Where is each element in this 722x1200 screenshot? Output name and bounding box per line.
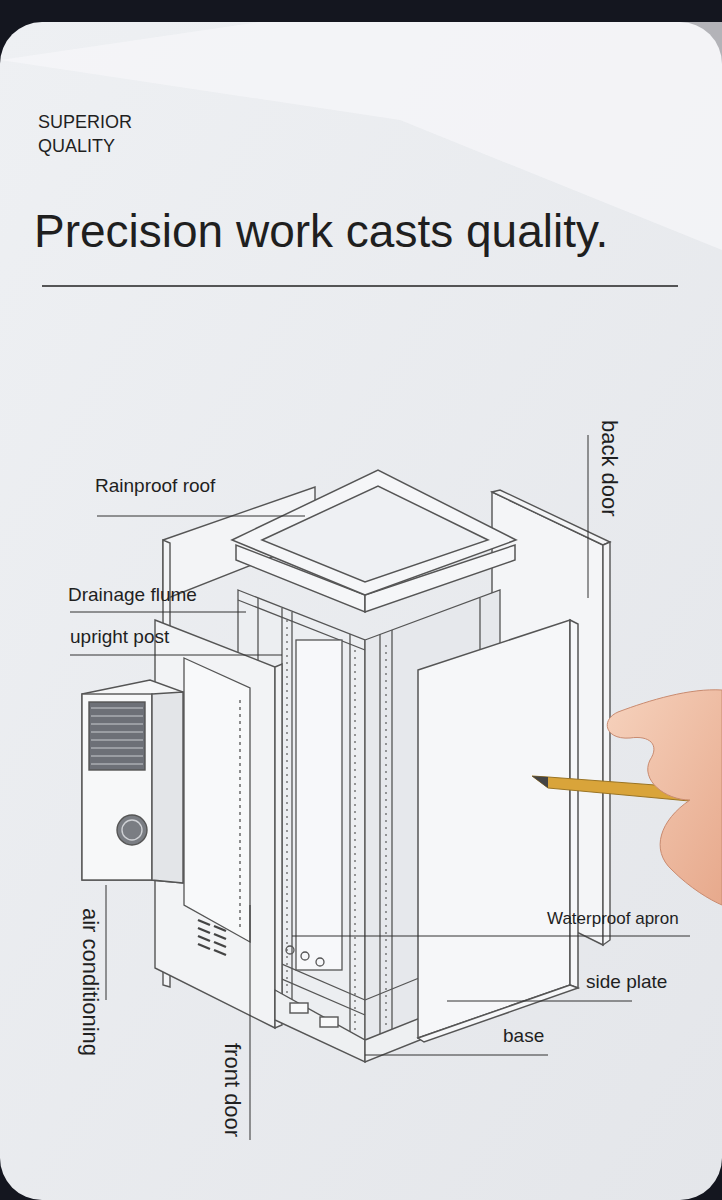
hand-with-pencil (532, 690, 722, 905)
air-conditioner (82, 694, 152, 880)
air-conditioner (82, 680, 183, 883)
front-door (198, 936, 210, 941)
part-label: Rainproof roof (95, 474, 215, 498)
air-conditioner (152, 692, 183, 883)
part-label: Waterproof apron (547, 907, 679, 931)
leader-lines (70, 612, 246, 613)
frame (379, 634, 380, 1040)
door-plate (184, 658, 250, 942)
leader-lines (106, 885, 107, 1000)
front-door (214, 950, 226, 955)
frame (354, 650, 355, 1030)
air-conditioner (91, 716, 143, 717)
frame (286, 620, 287, 1000)
air-conditioner (91, 756, 143, 757)
front-door (198, 920, 210, 925)
side-plate (418, 620, 570, 1038)
air-conditioner (91, 748, 143, 749)
title-rule (42, 286, 678, 287)
title-rule (42, 285, 678, 287)
frame (296, 640, 342, 970)
base (320, 1017, 338, 1027)
frame (301, 952, 309, 960)
frame (287, 620, 386, 1030)
rainproof-roof (232, 470, 516, 612)
part-label: upright post (70, 625, 169, 649)
side-plate (418, 985, 578, 1042)
part-label: back door (597, 420, 621, 517)
page-ground (0, 22, 722, 1200)
frame (316, 958, 324, 966)
front-door (198, 928, 210, 933)
page-title: Precision work casts quality. (34, 203, 608, 259)
part-label: base (503, 1024, 544, 1048)
hand-with-pencil (607, 690, 722, 905)
air-conditioner (91, 764, 143, 765)
air-conditioner (91, 708, 143, 709)
base (290, 1003, 308, 1013)
air-conditioner (122, 820, 142, 840)
door-plate (239, 700, 240, 930)
leader-lines (70, 435, 690, 1140)
frame (286, 946, 294, 954)
part-label: Drainage flume (68, 583, 197, 607)
front-door (214, 934, 226, 939)
back-door-panel (603, 542, 610, 945)
leader-lines (292, 936, 690, 937)
frame (291, 612, 292, 1010)
air-conditioner (89, 702, 145, 770)
part-label: front door (220, 1043, 244, 1137)
air-conditioner (82, 680, 183, 883)
rainproof-roof (232, 470, 516, 595)
air-conditioner (91, 732, 143, 733)
door-plate (184, 658, 250, 942)
air-conditioner (117, 815, 147, 845)
air-conditioner (91, 708, 143, 764)
side-plate (418, 620, 578, 1042)
part-label: side plate (586, 970, 667, 994)
part-label: air conditioning (78, 908, 102, 1056)
leader-lines (447, 1001, 632, 1002)
leader-lines (365, 1055, 548, 1056)
frame (391, 630, 392, 1035)
front-door (214, 942, 226, 947)
tagline: SUPERIOR QUALITY (38, 110, 158, 158)
frame (349, 634, 350, 1038)
base (275, 990, 365, 1062)
leader-lines (97, 516, 305, 517)
air-conditioner (91, 740, 143, 741)
front-door (275, 664, 282, 1028)
leader-lines (70, 655, 282, 656)
leader-lines (250, 905, 251, 1140)
frame (385, 645, 386, 1025)
air-conditioner (91, 724, 143, 725)
hand-with-pencil (532, 776, 548, 788)
base (275, 990, 420, 1062)
front-door (198, 944, 210, 949)
rainproof-roof (262, 486, 488, 582)
side-plate (570, 620, 578, 988)
leader-lines (588, 435, 589, 598)
